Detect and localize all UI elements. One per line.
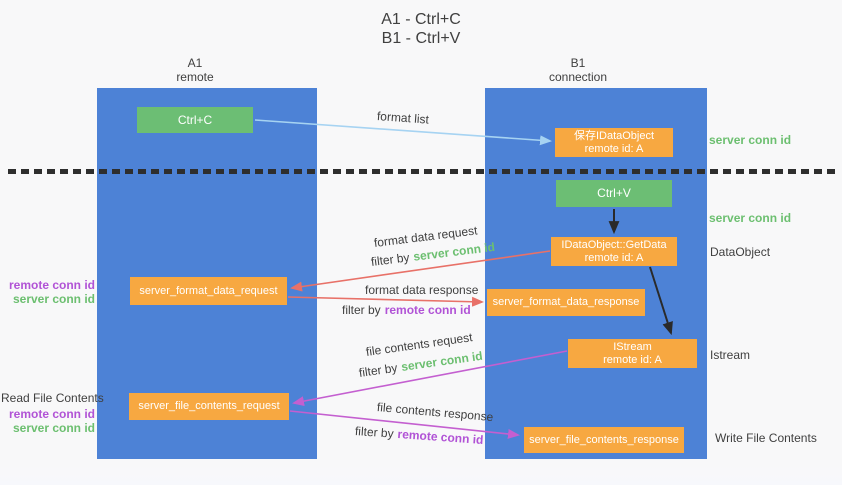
ctrl-c-box: Ctrl+C [137,107,253,133]
istream-line2: remote id: A [603,353,662,366]
column-header-a1: A1 remote [85,56,305,84]
write-file-contents-label: Write File Contents [715,431,817,445]
format-data-response-arrow [287,296,484,307]
getdata-line2: remote id: A [584,251,644,264]
column-b1-role: connection [548,70,608,84]
title-line-1: A1 - Ctrl+C [381,11,461,28]
format-data-response-label: format data response [365,283,479,297]
file-response-box: server_file_contents_response [524,427,684,453]
server-conn-id-right-mid: server conn id [709,211,792,225]
read-file-contents-label: Read File Contents [1,391,104,405]
server-conn-id-right-top: server conn id [709,133,792,147]
server-conn-id-left-top: server conn id [12,292,95,306]
format-response-label: server_format_data_response [492,296,640,308]
filter-by-text: filter by [354,424,395,441]
format-list-arrow [254,119,552,146]
column-header-b1: B1 connection [468,56,688,84]
session-divider-dotted-line [8,169,836,174]
ctrl-v-label: Ctrl+V [597,186,631,200]
file-request-box: server_file_contents_request [129,393,289,420]
format-request-label: server_format_data_request [139,284,278,297]
title-line-2: B1 - Ctrl+V [381,30,461,47]
istream-box: IStream remote id: A [568,339,697,368]
file-request-label: server_file_contents_request [138,400,280,412]
column-b1-name: B1 [570,56,586,70]
format-response-box: server_format_data_response [487,289,645,316]
istream-side-label: Istream [710,348,751,362]
diagram-title: A1 - Ctrl+C B1 - Ctrl+V [0,10,842,48]
remote-conn-id-left-bottom: remote conn id [8,407,95,421]
column-a1-role: remote [176,70,214,84]
file-contents-request-arrow [292,350,568,407]
ctrl-c-label: Ctrl+C [177,112,213,127]
filter-by-text: filter by [342,303,381,317]
remote-conn-id-text: remote conn id [384,303,471,317]
save-idataobject-box: 保存IDataObject remote id: A [555,128,673,157]
server-conn-id-left-bottom: server conn id [12,421,95,435]
format-data-request-arrow [290,250,551,292]
getdata-line1: IDataObject::GetData [561,238,667,251]
column-a1-name: A1 [187,56,203,70]
getdata-to-istream-arrow [649,266,673,336]
save-idataobject-line2: remote id: A [584,142,644,155]
save-idataobject-line1: 保存IDataObject [573,129,655,142]
getdata-box: IDataObject::GetData remote id: A [551,237,677,266]
format-request-box: server_format_data_request [130,277,287,305]
file-response-label: server_file_contents_response [529,433,679,446]
file-contents-response-arrow [289,410,520,439]
istream-line1: IStream [613,340,652,353]
ctrl-v-box: Ctrl+V [556,180,672,207]
remote-conn-id-left-top: remote conn id [8,278,95,292]
dataobject-label: DataObject [710,245,771,259]
